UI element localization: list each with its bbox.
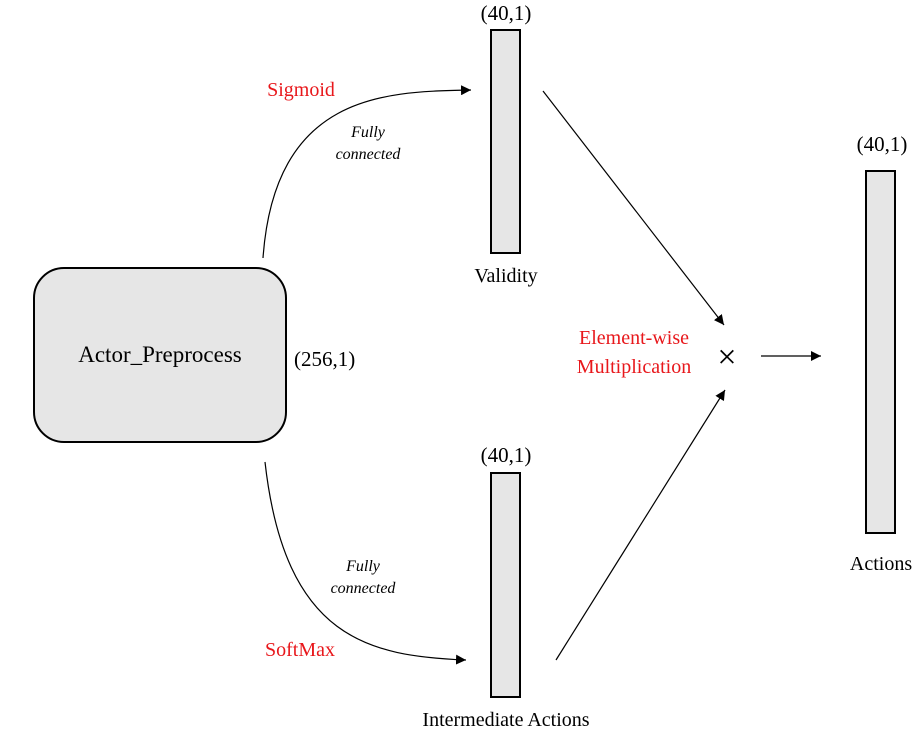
- sigmoid-edge: [262, 85, 472, 259]
- actions-label: Actions: [850, 553, 912, 575]
- operation-label-line2: Multiplication: [577, 356, 691, 378]
- intermediate-label: Intermediate Actions: [422, 709, 589, 731]
- preprocess-label: Actor_Preprocess: [78, 342, 242, 367]
- bottom-fc-label-line1: Fully: [345, 558, 381, 575]
- validity-shape: (40,1): [481, 1, 532, 25]
- actions-shape: (40,1): [857, 132, 908, 156]
- intermediate-vector: [490, 472, 521, 698]
- validity-label: Validity: [474, 265, 537, 287]
- preprocess-output-shape: (256,1): [294, 347, 355, 371]
- sigmoid-label: Sigmoid: [267, 79, 335, 101]
- bottom-fc-label-line2: connected: [331, 580, 397, 597]
- softmax-edge: [264, 461, 467, 665]
- validity-vector: [490, 29, 521, 254]
- preprocess-block: [33, 267, 287, 443]
- intermediate-shape: (40,1): [481, 443, 532, 467]
- multiply-icon: ×: [717, 339, 736, 376]
- actions-vector: [865, 170, 896, 534]
- operation-label-line1: Element-wise: [579, 327, 689, 349]
- softmax-label: SoftMax: [265, 639, 335, 661]
- top-fc-label-line1: Fully: [350, 124, 386, 141]
- validity-to-multiply-arrow: [542, 90, 725, 326]
- intermediate-to-multiply-arrow: [555, 389, 726, 661]
- top-fc-label-line2: connected: [336, 146, 402, 163]
